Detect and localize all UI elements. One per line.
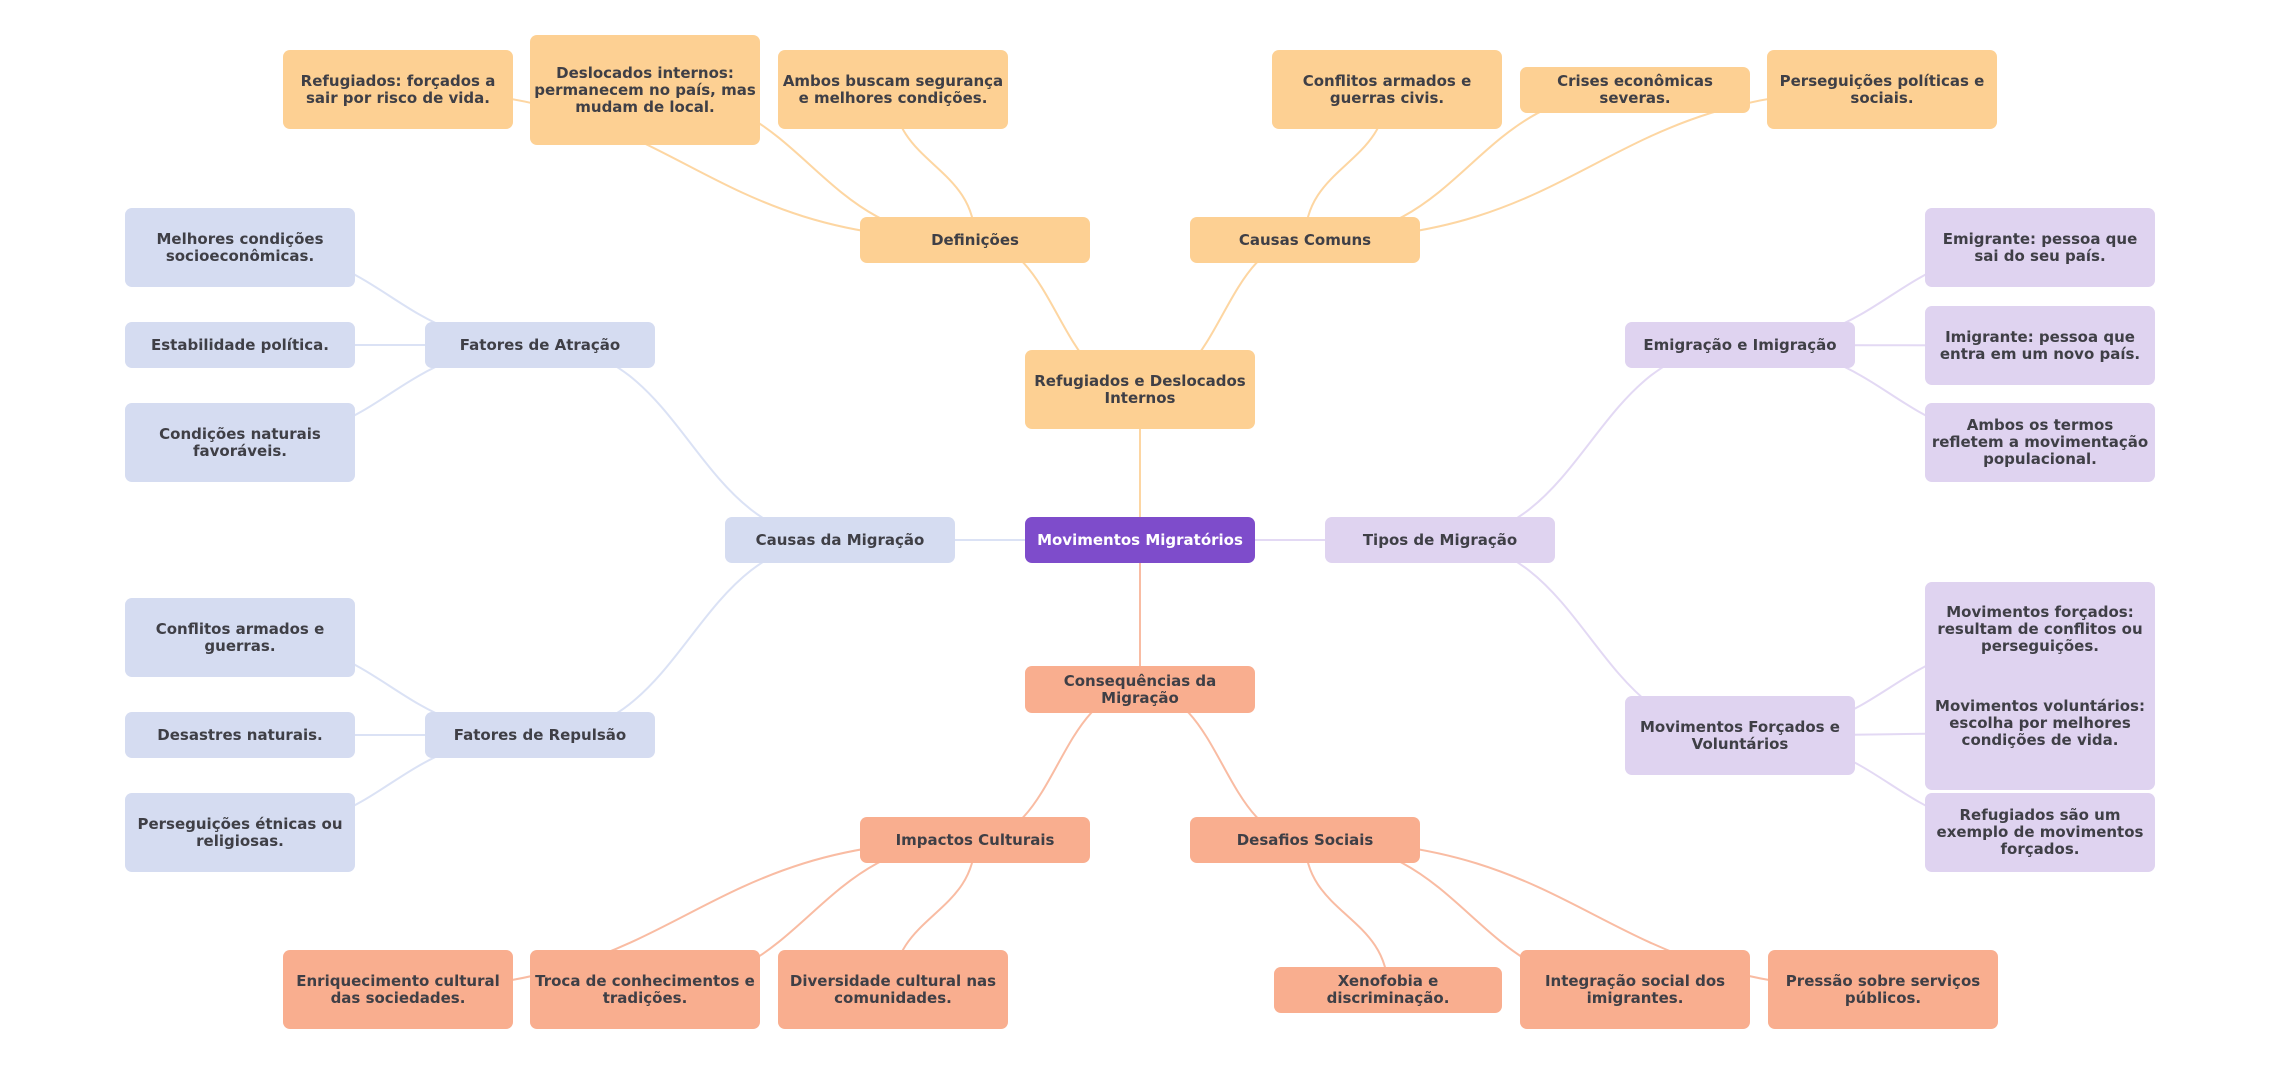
node-cc-perseguicoes[interactable]: Perseguições políticas e sociais. — [1767, 50, 1997, 129]
node-atracao-estabilidade[interactable]: Estabilidade política. — [125, 322, 355, 368]
node-atracao-naturais[interactable]: Condições naturais favoráveis. — [125, 403, 355, 482]
node-diversidade-cultural[interactable]: Diversidade cultural nas comunidades. — [778, 950, 1008, 1029]
node-imigrante[interactable]: Imigrante: pessoa que entra em um novo p… — [1925, 306, 2155, 385]
node-fatores-atracao[interactable]: Fatores de Atração — [425, 322, 655, 368]
node-ambos-termos[interactable]: Ambos os termos refletem a movimentação … — [1925, 403, 2155, 482]
node-def-refugiados[interactable]: Refugiados: forçados a sair por risco de… — [283, 50, 513, 129]
node-fatores-repulsao[interactable]: Fatores de Repulsão — [425, 712, 655, 758]
node-movimentos-voluntarios[interactable]: Movimentos voluntários: escolha por melh… — [1925, 676, 2155, 790]
node-impactos-culturais[interactable]: Impactos Culturais — [860, 817, 1090, 863]
node-repulsao-perseguicoes[interactable]: Perseguições étnicas ou religiosas. — [125, 793, 355, 872]
node-definicoes[interactable]: Definições — [860, 217, 1090, 263]
node-pressao-servicos[interactable]: Pressão sobre serviços públicos. — [1768, 950, 1998, 1029]
node-consequencias-migracao[interactable]: Consequências da Migração — [1025, 666, 1255, 713]
node-def-ambos[interactable]: Ambos buscam segurança e melhores condiç… — [778, 50, 1008, 129]
node-tipos-migracao[interactable]: Tipos de Migração — [1325, 517, 1555, 563]
node-atracao-condicoes[interactable]: Melhores condições socioeconômicas. — [125, 208, 355, 287]
node-repulsao-desastres[interactable]: Desastres naturais. — [125, 712, 355, 758]
edge-desafios-des_1 — [1304, 839, 1389, 991]
node-desafios-sociais[interactable]: Desafios Sociais — [1190, 817, 1420, 863]
node-repulsao-conflitos[interactable]: Conflitos armados e guerras. — [125, 598, 355, 677]
node-causas-comuns[interactable]: Causas Comuns — [1190, 217, 1420, 263]
edge-causas_migracao-repulsao — [539, 539, 841, 736]
node-integracao-social[interactable]: Integração social dos imigrantes. — [1520, 950, 1750, 1029]
node-emigrante[interactable]: Emigrante: pessoa que sai do seu país. — [1925, 208, 2155, 287]
node-causas-migracao[interactable]: Causas da Migração — [725, 517, 955, 563]
edge-tipos-emig — [1439, 344, 1741, 541]
node-def-deslocados[interactable]: Deslocados internos: permanecem no país,… — [530, 35, 760, 145]
node-refugiados-deslocados[interactable]: Refugiados e Deslocados Internos — [1025, 350, 1255, 429]
node-enriquecimento-cultural[interactable]: Enriquecimento cultural das sociedades. — [283, 950, 513, 1029]
node-movimentos-forcados-voluntarios[interactable]: Movimentos Forçados e Voluntários — [1625, 696, 1855, 775]
root-node[interactable]: Movimentos Migratórios — [1025, 517, 1255, 563]
edge-causas_migracao-atracao — [539, 344, 841, 541]
node-emigracao-imigracao[interactable]: Emigração e Imigração — [1625, 322, 1855, 368]
node-cc-conflitos[interactable]: Conflitos armados e guerras civis. — [1272, 50, 1502, 129]
node-refugiados-exemplo[interactable]: Refugiados são um exemplo de movimentos … — [1925, 793, 2155, 872]
node-cc-crises[interactable]: Crises econômicas severas. — [1520, 67, 1750, 113]
node-troca-conhecimentos[interactable]: Troca de conhecimentos e tradições. — [530, 950, 760, 1029]
node-xenofobia[interactable]: Xenofobia e discriminação. — [1274, 967, 1502, 1013]
